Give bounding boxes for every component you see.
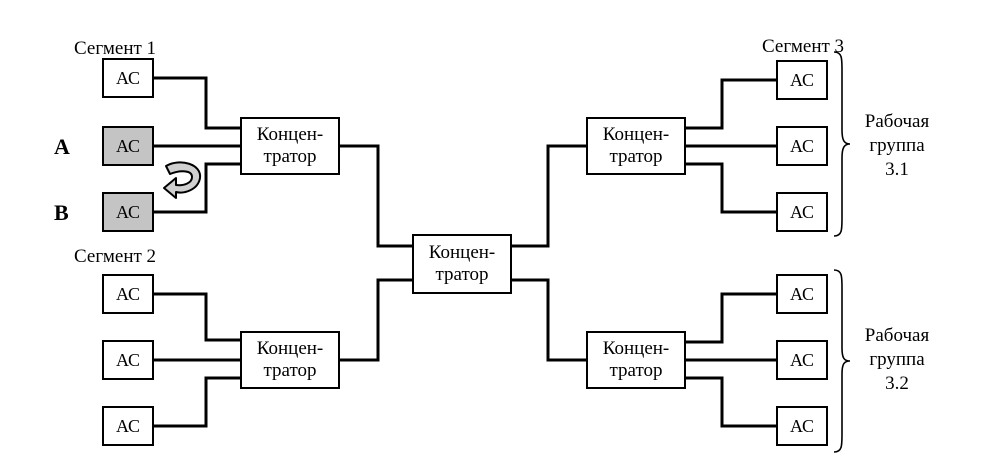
workstation-seg2-1: АС	[102, 274, 154, 314]
segment-1-label: Сегмент 1	[74, 38, 157, 59]
wire-g32-ac1	[686, 292, 776, 344]
wire-seg2-ac1	[152, 292, 240, 342]
wire-seg1-ac3	[152, 162, 240, 214]
group-3-1-line3: 3.1	[885, 159, 909, 180]
group-3-2-label: Рабочая группа 3.2	[852, 324, 942, 396]
marker-b: B	[54, 200, 69, 225]
hub-segment-2: Концен- тратор	[240, 331, 340, 389]
brace-group-3-2	[833, 269, 851, 453]
wire-hub2-central	[340, 278, 412, 362]
segment-3-label: Сегмент 3	[762, 36, 845, 57]
wire-hub1-central	[340, 144, 412, 248]
group-3-2-line1: Рабочая	[864, 325, 930, 346]
hub-group-3-2: Концен- тратор	[586, 331, 686, 389]
wire-g31-ac3	[686, 162, 776, 214]
workstation-g31-2: АС	[776, 126, 828, 166]
wire-g32-ac3	[686, 376, 776, 428]
group-3-1-line1: Рабочая	[864, 111, 930, 132]
workstation-g31-1: АС	[776, 60, 828, 100]
workstation-seg2-2: АС	[102, 340, 154, 380]
curved-arrow-icon	[163, 161, 202, 199]
hub-label-line1: Концен-	[602, 124, 670, 145]
hub-central: Концен- тратор	[412, 234, 512, 294]
workstation-seg1-1: АС	[102, 58, 154, 98]
hub-label-line2: тратор	[435, 264, 489, 285]
group-3-2-line2: группа	[869, 349, 925, 370]
wire-seg1-ac1	[152, 76, 240, 130]
group-3-1-label: Рабочая группа 3.1	[852, 110, 942, 182]
hub-label-line1: Концен-	[602, 338, 670, 359]
segment-2-label: Сегмент 2	[74, 246, 157, 267]
wire-central-hub3	[512, 144, 586, 248]
workstation-g31-3: АС	[776, 192, 828, 232]
hub-segment-1: Концен- тратор	[240, 117, 340, 175]
workstation-g32-2: АС	[776, 340, 828, 380]
hub-label-line2: тратор	[263, 146, 317, 167]
hub-label-line1: Концен-	[256, 124, 324, 145]
group-3-2-line3: 3.2	[885, 373, 909, 394]
workstation-g32-1: АС	[776, 274, 828, 314]
brace-group-3-1	[833, 51, 851, 237]
hub-label-line1: Концен-	[428, 242, 496, 263]
group-3-1-line2: группа	[869, 135, 925, 156]
wire-central-hub4	[512, 278, 586, 362]
workstation-a: АС	[102, 126, 154, 166]
marker-a: A	[54, 134, 70, 159]
workstation-b: АС	[102, 192, 154, 232]
workstation-seg2-3: АС	[102, 406, 154, 446]
hub-label-line2: тратор	[609, 360, 663, 381]
workstation-g32-3: АС	[776, 406, 828, 446]
wire-seg2-ac3	[152, 376, 240, 428]
hub-group-3-1: Концен- тратор	[586, 117, 686, 175]
wire-g31-ac1	[686, 78, 776, 130]
hub-label-line1: Концен-	[256, 338, 324, 359]
hub-label-line2: тратор	[263, 360, 317, 381]
hub-label-line2: тратор	[609, 146, 663, 167]
